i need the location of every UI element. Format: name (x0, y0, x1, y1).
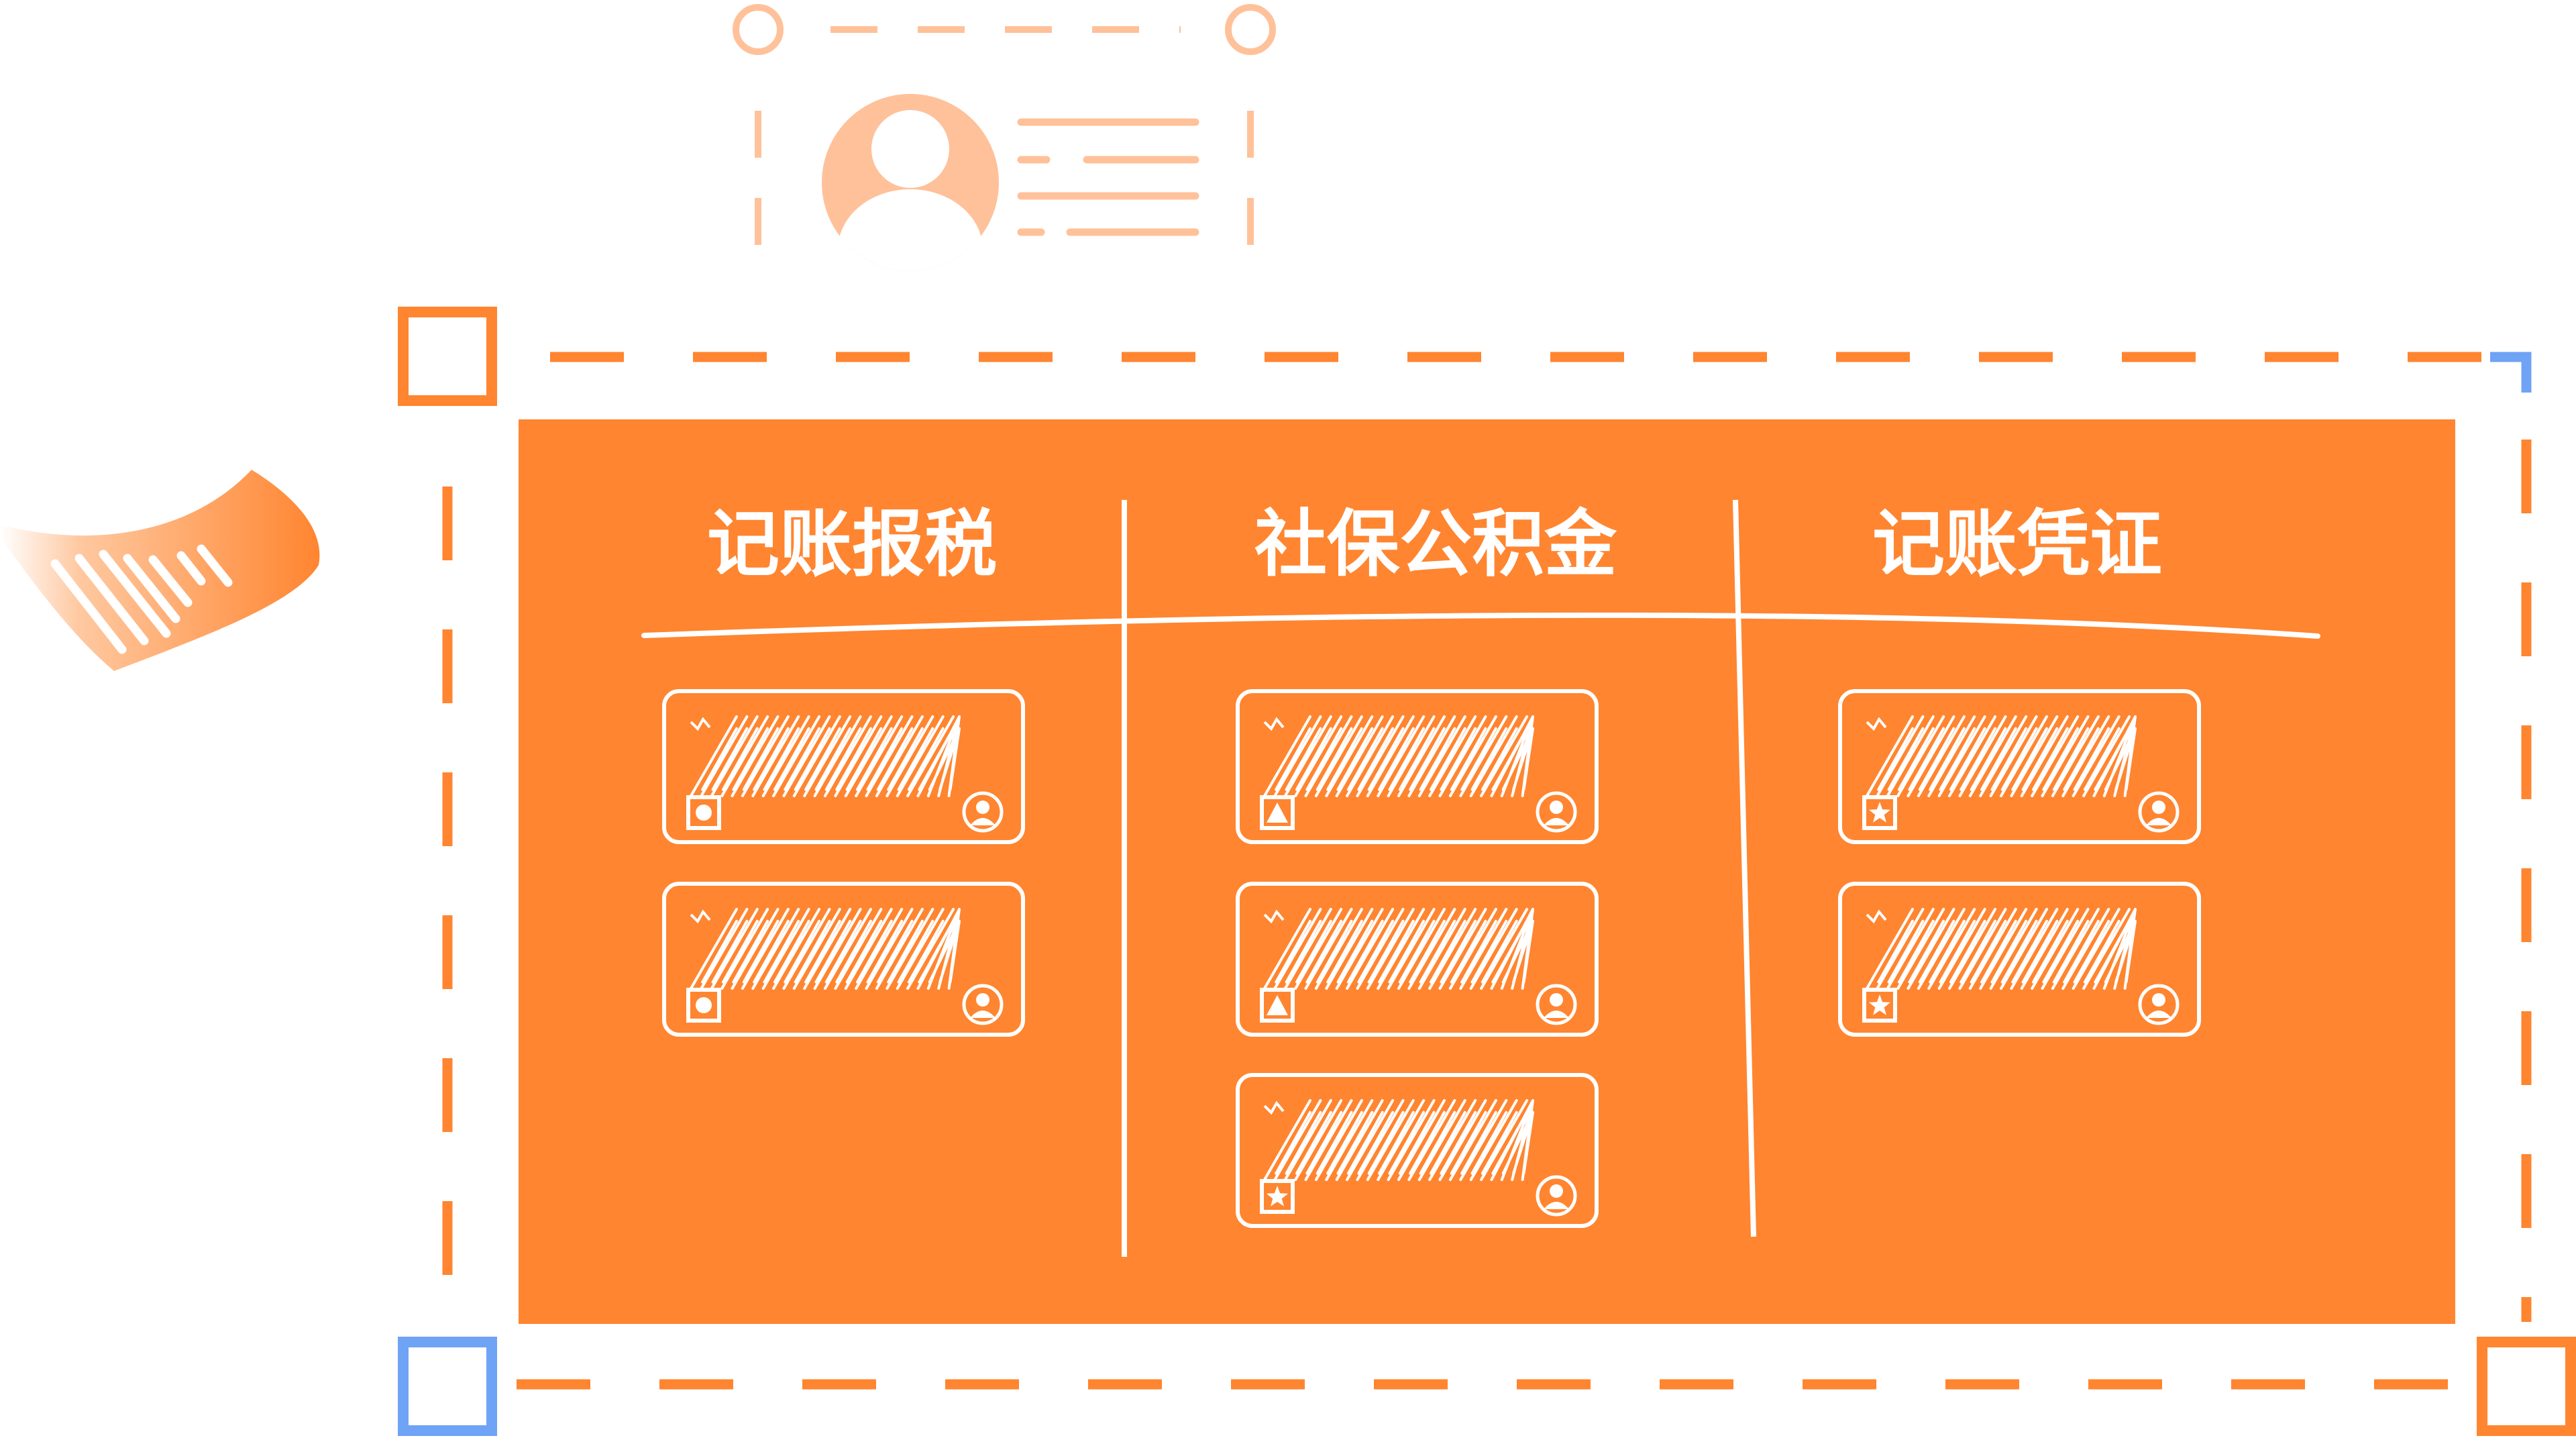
scribble-mark (1263, 1100, 1285, 1115)
task-card-border (1236, 689, 1599, 844)
column-title-vouchers: 记账凭证 (1872, 503, 2162, 586)
triangle-icon (1260, 795, 1295, 830)
header-divider (641, 612, 2320, 639)
column-divider (1733, 499, 1756, 1237)
star-icon (1260, 1179, 1295, 1214)
circle-icon (686, 988, 721, 1023)
scribble-mark (690, 717, 711, 731)
user-profile-icon (733, 4, 1276, 278)
task-cards (662, 689, 2201, 1228)
task-card[interactable] (662, 689, 1025, 844)
scribble-text (1866, 908, 2137, 990)
scribble-text (1263, 1099, 1534, 1181)
task-card[interactable] (1838, 882, 2201, 1037)
user-avatar-icon (962, 791, 1004, 833)
scribble-text (1263, 715, 1534, 797)
user-avatar-icon (2138, 791, 2180, 833)
circle-icon (686, 795, 721, 830)
scribble-text (690, 908, 961, 990)
scribble-mark (1866, 909, 1887, 924)
user-avatar-icon (1536, 984, 1577, 1025)
scribble-text (1263, 908, 1534, 990)
user-avatar-icon (1536, 1175, 1577, 1217)
curled-paper-icon (0, 470, 320, 671)
task-card-border (1838, 689, 2201, 844)
task-card-border (1838, 882, 2201, 1037)
task-card[interactable] (1236, 689, 1599, 844)
task-card-border (662, 882, 1025, 1037)
star-icon (1862, 988, 1897, 1023)
task-card-border (1236, 882, 1599, 1037)
scribble-mark (1263, 717, 1285, 731)
scribble-mark (1263, 909, 1285, 924)
dashed-selection-frame (398, 307, 2576, 1436)
column-title-bookkeeping-tax: 记账报税 (707, 503, 997, 586)
user-avatar-icon (2138, 984, 2180, 1025)
user-avatar-icon (962, 984, 1004, 1025)
scribble-text (1866, 715, 2137, 797)
user-avatar-icon (1536, 791, 1577, 833)
task-card-border (1236, 1073, 1599, 1228)
star-icon (1862, 795, 1897, 830)
column-title-social-security: 社保公积金 (1254, 503, 1617, 586)
scribble-text (690, 715, 961, 797)
scribble-mark (1866, 717, 1887, 731)
scribble-mark (690, 909, 711, 924)
triangle-icon (1260, 988, 1295, 1023)
kanban-board (519, 419, 2455, 1324)
task-card[interactable] (1838, 689, 2201, 844)
task-card[interactable] (1236, 882, 1599, 1037)
task-card[interactable] (1236, 1073, 1599, 1228)
task-card-border (662, 689, 1025, 844)
task-card[interactable] (662, 882, 1025, 1037)
